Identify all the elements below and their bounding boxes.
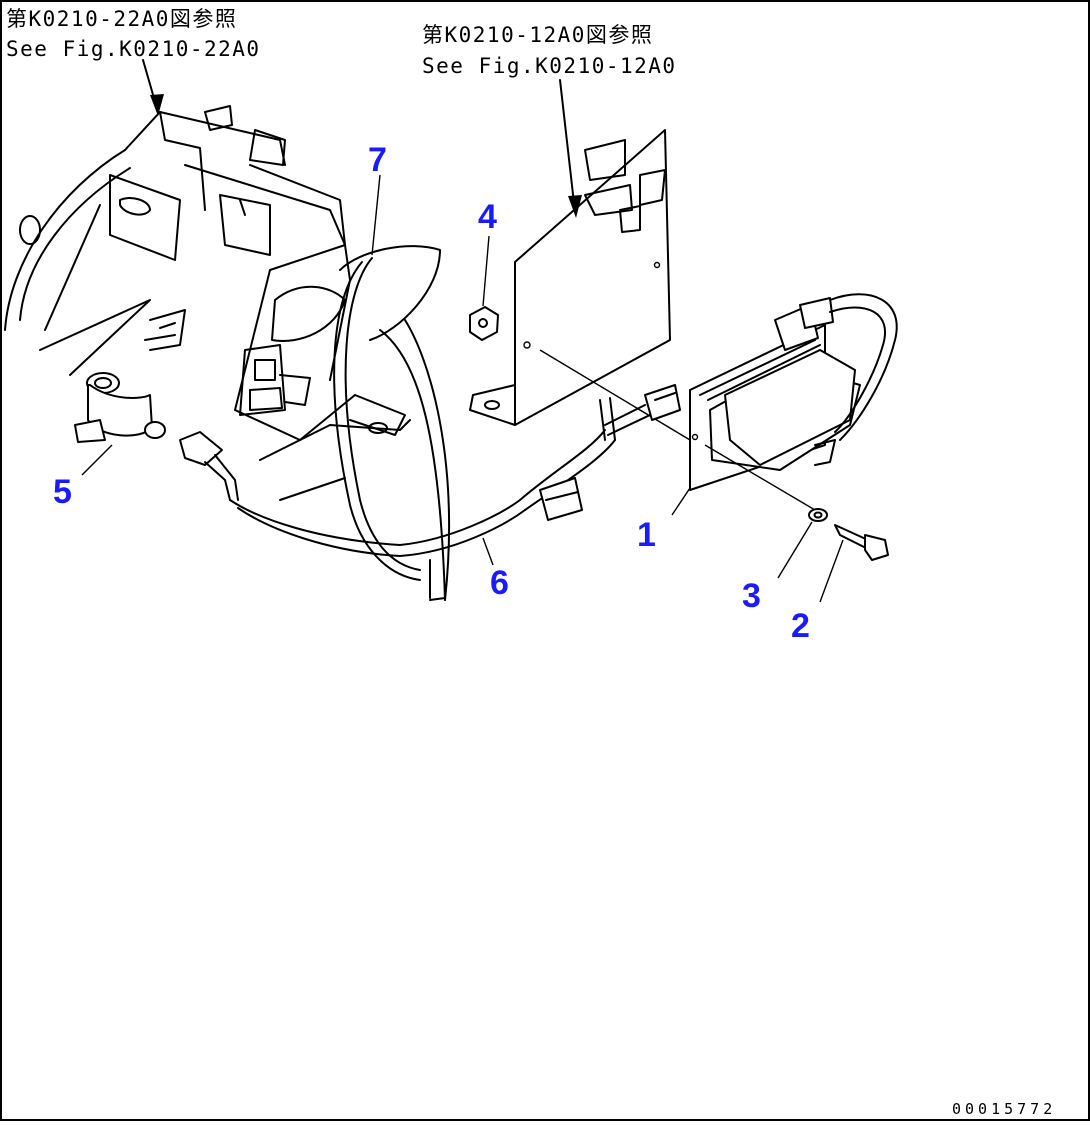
cab-bracket-structure bbox=[4, 105, 411, 501]
reference-left: 第K0210-22A0図参照 See Fig.K0210-22A0 bbox=[6, 7, 261, 61]
reference-right-en: See Fig.K0210-12A0 bbox=[422, 54, 677, 78]
reference-right: 第K0210-12A0図参照 See Fig.K0210-12A0 bbox=[422, 23, 677, 78]
callout-leaders bbox=[81, 174, 844, 603]
hose bbox=[333, 257, 421, 581]
reference-arrow-left bbox=[142, 59, 164, 116]
controller-unit bbox=[644, 293, 898, 511]
switch-part bbox=[74, 372, 166, 443]
nut-part bbox=[469, 306, 499, 341]
reference-left-en: See Fig.K0210-22A0 bbox=[6, 37, 261, 61]
reference-arrow-right bbox=[559, 79, 582, 218]
callout-6: 6 bbox=[490, 564, 509, 602]
callout-7: 7 bbox=[368, 141, 387, 179]
callout-3: 3 bbox=[742, 577, 761, 615]
wiring-harness bbox=[179, 397, 651, 557]
washer-part bbox=[808, 508, 828, 522]
callout-1: 1 bbox=[637, 516, 656, 554]
reference-right-jp: 第K0210-12A0図参照 bbox=[422, 23, 653, 47]
reference-left-jp: 第K0210-22A0図参照 bbox=[6, 7, 237, 31]
figure-number: 00015772 bbox=[952, 1100, 1056, 1118]
callout-4: 4 bbox=[478, 198, 497, 236]
mounting-bracket bbox=[469, 129, 691, 441]
callout-2: 2 bbox=[791, 607, 810, 645]
bolt-part bbox=[834, 524, 889, 561]
callout-5: 5 bbox=[53, 473, 72, 511]
callout-labels: 1 2 3 4 5 6 7 bbox=[53, 141, 810, 645]
